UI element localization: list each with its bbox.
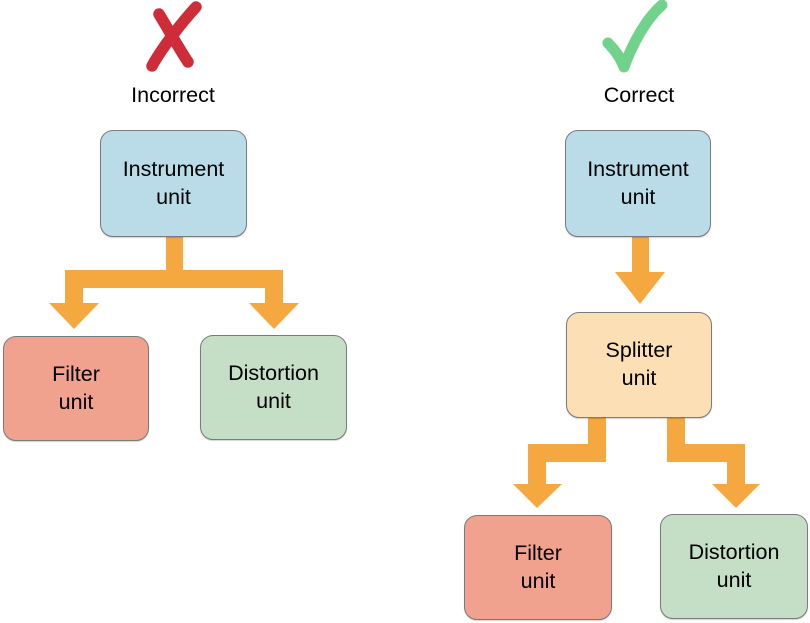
straight-arrow — [615, 237, 665, 304]
node-splitter-unit: Splitter unit — [566, 312, 712, 418]
zigzag-arrow-left — [513, 418, 606, 508]
node-filter-unit: Filter unit — [3, 336, 149, 441]
node-label-line: Instrument — [122, 156, 225, 181]
node-label-line: Distortion — [228, 360, 319, 385]
node-label-line: Filter — [514, 540, 562, 565]
zigzag-arrow-right — [667, 418, 760, 508]
node-label-line: unit — [620, 184, 656, 209]
node-filter-unit: Filter unit — [464, 515, 612, 620]
node-label: Filter unit — [52, 361, 100, 416]
node-label-line: unit — [716, 567, 752, 592]
node-label-line: unit — [58, 389, 94, 414]
node-label-line: Instrument — [587, 156, 689, 181]
node-instrument-unit: Instrument unit — [565, 130, 711, 237]
node-label-line: Splitter — [605, 338, 673, 363]
x-mark-icon — [146, 1, 202, 72]
node-distortion-unit: Distortion unit — [200, 335, 347, 440]
node-label-line: unit — [621, 366, 657, 390]
node-distortion-unit: Distortion unit — [660, 514, 808, 619]
check-mark-icon — [602, 0, 668, 73]
check-stroke — [602, 0, 668, 73]
verdict-label-incorrect: Incorrect — [131, 83, 215, 107]
node-label-line: unit — [256, 388, 291, 413]
branching-arrow — [49, 237, 299, 329]
node-label-line: unit — [156, 184, 191, 209]
node-label: Filter unit — [514, 540, 562, 595]
node-label-line: Distortion — [688, 539, 780, 564]
node-instrument-unit: Instrument unit — [100, 130, 247, 237]
node-label: Instrument unit — [587, 156, 689, 211]
verdict-label-correct: Correct — [603, 83, 675, 107]
x-stroke — [153, 8, 194, 68]
node-label-line: unit — [520, 568, 556, 593]
node-label: Distortion unit — [689, 539, 780, 594]
node-label: Splitter unit — [606, 337, 673, 392]
node-label-line: Filter — [52, 361, 100, 386]
node-label: Distortion unit — [228, 360, 319, 415]
node-label: Instrument unit — [123, 156, 225, 211]
